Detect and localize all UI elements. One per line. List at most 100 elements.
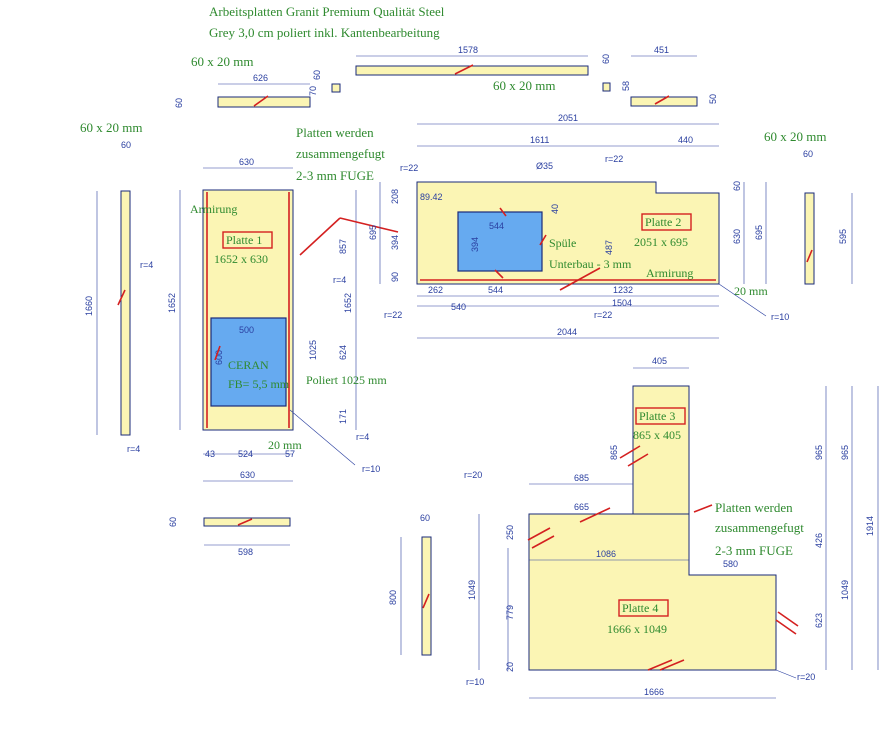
- dim-487: 487: [604, 240, 614, 255]
- dim-171: 171: [338, 409, 348, 424]
- ceran-label: CERAN: [228, 358, 269, 372]
- dim-60d: 60: [121, 140, 131, 150]
- dim-405: 405: [652, 356, 667, 366]
- platte-3: [632, 385, 690, 515]
- strip-label-d: 60 x 20 mm: [764, 129, 826, 144]
- join-note-1-l1: Platten werden: [296, 125, 374, 140]
- strip-cut-mark: [253, 95, 269, 107]
- dim-965a: 965: [814, 445, 824, 460]
- r20-a: r=20: [464, 470, 482, 480]
- join-arrow-1a: [299, 217, 341, 256]
- strip-end-a: [331, 83, 341, 93]
- dim-1232: 1232: [613, 285, 633, 295]
- strip-label-a: 60 x 20 mm: [191, 54, 253, 69]
- r4-c: r=4: [333, 275, 346, 285]
- dim-500: 500: [239, 325, 254, 335]
- sink-cutout: [457, 211, 543, 272]
- dim-451: 451: [654, 45, 669, 55]
- dim-60b: 60: [312, 70, 322, 80]
- dim-60g: 60: [803, 149, 813, 159]
- dim-1049a: 1049: [840, 580, 850, 600]
- dim-695b: 695: [368, 225, 378, 240]
- join-note-1-l2: zusammengefugt: [296, 146, 385, 161]
- dim-50: 50: [708, 94, 718, 104]
- dim-540: 540: [451, 302, 466, 312]
- r22-a: r=22: [400, 163, 418, 173]
- r4-b: r=4: [127, 444, 140, 454]
- ceran-cutout: [210, 317, 287, 407]
- dim-600: 600: [214, 350, 224, 365]
- dim-800: 800: [388, 590, 398, 605]
- header-line-1: Arbeitsplatten Granit Premium Qualität S…: [209, 4, 445, 19]
- strip-1660: [120, 190, 131, 436]
- platte-4-name-box: [618, 599, 669, 617]
- join-note-2-l2: zusammengefugt: [715, 520, 804, 535]
- fb-label: FB= 5,5 mm: [228, 377, 290, 391]
- dim-1652b: 1652: [343, 293, 353, 313]
- dim-626: 626: [253, 73, 268, 83]
- strip-1578: [355, 65, 589, 76]
- dim-262: 262: [428, 285, 443, 295]
- dim-60c: 60: [601, 54, 611, 64]
- dim-60i: 60: [420, 513, 430, 523]
- r22-c: r=22: [594, 310, 612, 320]
- dim-630a: 630: [239, 157, 254, 167]
- dim-440: 440: [678, 135, 693, 145]
- dim-1578: 1578: [458, 45, 478, 55]
- strip-451: [630, 96, 698, 107]
- dim-595: 595: [838, 229, 848, 244]
- poliert-label: Poliert 1025 mm: [306, 373, 387, 387]
- dim-630c: 630: [732, 229, 742, 244]
- dim-1504: 1504: [612, 298, 632, 308]
- platte-1-name: Platte 1: [226, 233, 262, 247]
- r4-a: r=4: [140, 260, 153, 270]
- dim-60a: 60: [174, 98, 184, 108]
- dim-1086: 1086: [596, 549, 616, 559]
- dim-624: 624: [338, 345, 348, 360]
- join-note-1-l3: 2-3 mm FUGE: [296, 168, 374, 183]
- strip-label-c: 60 x 20 mm: [80, 120, 142, 135]
- spuele-label: Spüle: [549, 236, 576, 250]
- platte-2-name-box: [641, 213, 692, 231]
- platte-1-name-box: [222, 231, 273, 249]
- platte-1-size: 1652 x 630: [214, 252, 268, 266]
- dim-665: 665: [574, 502, 589, 512]
- armierung-label-2: Armirung: [646, 266, 693, 280]
- dim-524: 524: [238, 449, 253, 459]
- dim-965b: 965: [840, 445, 850, 460]
- dim-580: 580: [723, 559, 738, 569]
- dim-208: 208: [390, 189, 400, 204]
- join-arrow-2: [693, 504, 713, 513]
- dim-1611: 1611: [530, 135, 549, 145]
- dim-685: 685: [574, 473, 589, 483]
- r10-b: r=10: [771, 312, 789, 322]
- dim-1666: 1666: [644, 687, 664, 697]
- join-arrow-1b: [339, 217, 399, 233]
- platte-2-size: 2051 x 695: [634, 235, 688, 249]
- dim-394b: 394: [470, 237, 480, 252]
- dim-857: 857: [338, 239, 348, 254]
- dim-60h: 60: [168, 517, 178, 527]
- dim-35: Ø35: [536, 161, 553, 171]
- dim-20a: 20: [505, 662, 515, 672]
- join-note-2-l3: 2-3 mm FUGE: [715, 543, 793, 558]
- dim-60f: 60: [732, 181, 742, 191]
- join-note-2-l1: Platten werden: [715, 500, 793, 515]
- dim-623: 623: [814, 613, 824, 628]
- strip-626: [217, 96, 311, 108]
- header-line-2: Grey 3,0 cm poliert inkl. Kantenbearbeit…: [209, 25, 440, 40]
- r10-c: r=10: [466, 677, 484, 687]
- r4-d: r=4: [356, 432, 369, 442]
- platte-3-name-box: [635, 407, 686, 425]
- dim-779: 779: [505, 605, 515, 620]
- strip-label-b: 60 x 20 mm: [493, 78, 555, 93]
- dim-1652a: 1652: [167, 293, 177, 313]
- mm20-label-a: 20 mm: [268, 438, 302, 452]
- dim-1049b: 1049: [467, 580, 477, 600]
- dim-43: 43: [205, 449, 215, 459]
- dim-426: 426: [814, 533, 824, 548]
- dim-2051: 2051: [558, 113, 578, 123]
- platte-4-name: Platte 4: [622, 601, 658, 615]
